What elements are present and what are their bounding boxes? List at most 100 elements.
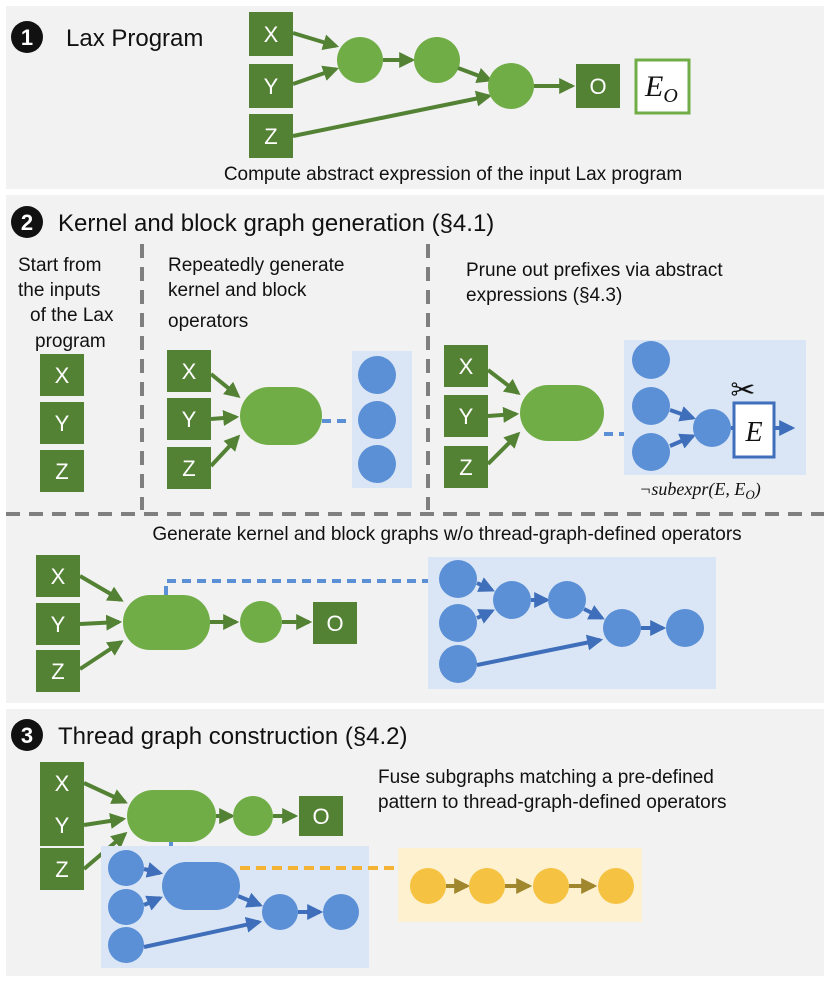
col1-line: of the Lax <box>30 305 114 326</box>
input-label-y: Y <box>51 612 66 637</box>
step1-number-badge <box>11 21 43 53</box>
edge <box>143 862 164 878</box>
input-label-x: X <box>55 363 70 388</box>
col1-line: Start from <box>18 255 101 276</box>
input-label-x: X <box>55 771 70 796</box>
input-label-y: Y <box>459 404 474 429</box>
kernel-block-link <box>164 579 428 595</box>
input-box-z <box>40 450 84 492</box>
block-node <box>358 356 396 394</box>
input-box-z <box>36 650 80 692</box>
input-label-z: Z <box>55 857 68 882</box>
step3-title: Thread graph construction (§4.2) <box>58 723 408 750</box>
kernel-operator-node <box>127 790 216 842</box>
input-label-x: X <box>264 22 279 47</box>
edge <box>457 66 493 83</box>
output-label-o: O <box>326 611 343 636</box>
step3-header: 3 Thread graph construction (§4.2) <box>11 719 408 751</box>
edge <box>292 31 340 50</box>
edge <box>83 813 127 829</box>
block-node <box>323 894 359 930</box>
step2-number-badge <box>11 206 43 238</box>
edge <box>292 65 340 86</box>
edge <box>487 406 520 423</box>
step3-number-badge <box>11 719 43 751</box>
edge <box>79 614 123 631</box>
input-label-z: Z <box>182 456 195 481</box>
input-box-y <box>36 603 80 645</box>
edge <box>476 634 604 667</box>
kernel-operator-node <box>123 595 210 650</box>
op-node <box>337 37 383 83</box>
block-node <box>439 560 477 598</box>
block-node <box>603 609 641 647</box>
block-node <box>439 645 477 683</box>
edge <box>669 433 696 449</box>
step1-title: Lax Program <box>66 25 203 52</box>
edge <box>143 916 263 949</box>
block-node <box>358 401 396 439</box>
subexpr-constraint: ¬subexpr(E, EO) <box>639 479 761 502</box>
input-label-z: Z <box>51 659 64 684</box>
block-node <box>439 604 477 642</box>
pruned-expression-box <box>732 401 776 459</box>
input-label-y: Y <box>55 411 70 436</box>
edge <box>209 372 241 399</box>
edge <box>669 406 697 422</box>
block-node <box>358 445 396 483</box>
thread-node <box>598 868 634 904</box>
block-node <box>108 889 144 925</box>
input-box-z <box>40 848 84 890</box>
input-label-z: Z <box>459 455 472 480</box>
input-box-z <box>444 446 488 488</box>
input-box-z <box>249 114 293 158</box>
block-node <box>666 609 704 647</box>
input-box-x <box>167 350 211 392</box>
input-label-x: X <box>51 564 66 589</box>
output-box-o <box>299 796 343 836</box>
block-node <box>108 927 144 963</box>
col2-description: Repeatedly generate kernel and block ope… <box>168 255 344 332</box>
block-node <box>493 581 531 619</box>
input-box-y <box>40 402 84 444</box>
col3-description: Prune out prefixes via abstract expressi… <box>466 260 723 306</box>
input-box-y <box>40 804 84 846</box>
block-node <box>693 409 731 447</box>
step1-header: 1 Lax Program <box>11 21 203 53</box>
edge <box>476 577 495 592</box>
edge <box>486 368 521 395</box>
thread-node <box>469 868 505 904</box>
block-node <box>262 894 298 930</box>
input-label-z: Z <box>55 459 68 484</box>
thread-node <box>410 868 446 904</box>
edge <box>209 434 241 468</box>
col2-line: kernel and block <box>168 280 307 301</box>
input-label-z: Z <box>264 124 277 149</box>
step2-caption: Generate kernel and block graphs w/o thr… <box>152 524 741 545</box>
col1-description: Start from the inputs of the Lax program <box>18 255 114 352</box>
edge <box>78 640 124 671</box>
block-node <box>632 433 670 471</box>
col2-line: operators <box>168 311 248 332</box>
input-box-y <box>444 395 488 437</box>
edge <box>78 574 124 602</box>
input-box-x <box>36 555 80 597</box>
step1-caption: Compute abstract expression of the input… <box>224 164 682 185</box>
input-box-x <box>249 12 293 56</box>
edge <box>143 895 163 911</box>
step3-desc-line: Fuse subgraphs matching a pre-defined <box>378 767 714 788</box>
thread-node <box>533 868 569 904</box>
input-box-y <box>249 64 293 108</box>
edge <box>583 605 605 620</box>
block-node <box>108 850 144 886</box>
step1-graph: X Y Z O EO <box>249 12 691 158</box>
block-node <box>548 581 586 619</box>
pruned-expression-label: E <box>744 417 762 448</box>
block-node <box>632 341 670 379</box>
kernel-operator-node <box>520 385 604 441</box>
op-node <box>240 601 282 643</box>
edge <box>476 609 495 624</box>
step2-number: 2 <box>21 210 33 235</box>
step2-title: Kernel and block graph generation (§4.1) <box>58 210 494 237</box>
